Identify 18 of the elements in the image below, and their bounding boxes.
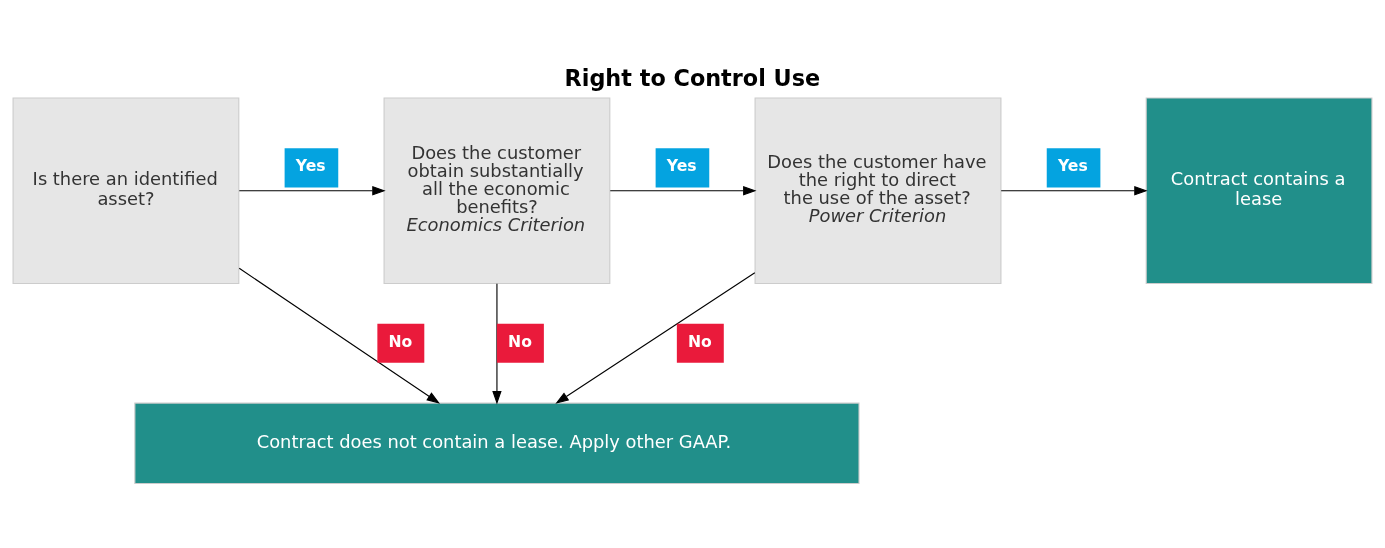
arrow	[1000, 186, 1148, 196]
node-box: Contract contains a lease	[1145, 97, 1373, 285]
node-box: Does the customer obtain substantially all the economic benefits? Economics Criterion	[383, 97, 611, 285]
edge-label: No	[688, 331, 712, 351]
arrow	[555, 272, 756, 404]
arrow	[238, 186, 386, 196]
edge-label: No	[508, 331, 532, 351]
diagram-title: Right to Control Use	[564, 64, 821, 91]
edge-label: No	[388, 331, 413, 351]
node-box: Does the customer have the right to direct the use of the asset? Power Criterion	[754, 97, 1002, 285]
edge-label: Yes	[1057, 156, 1088, 176]
arrow	[609, 186, 757, 196]
arrow	[238, 267, 440, 404]
edge-label: Yes	[295, 156, 326, 176]
node-box: Contract does not contain a lease. Apply other GAAP.	[134, 402, 860, 485]
node-box: Is there an identified asset?	[12, 97, 240, 285]
arrow	[492, 283, 502, 405]
edge-label: Yes	[666, 156, 697, 176]
